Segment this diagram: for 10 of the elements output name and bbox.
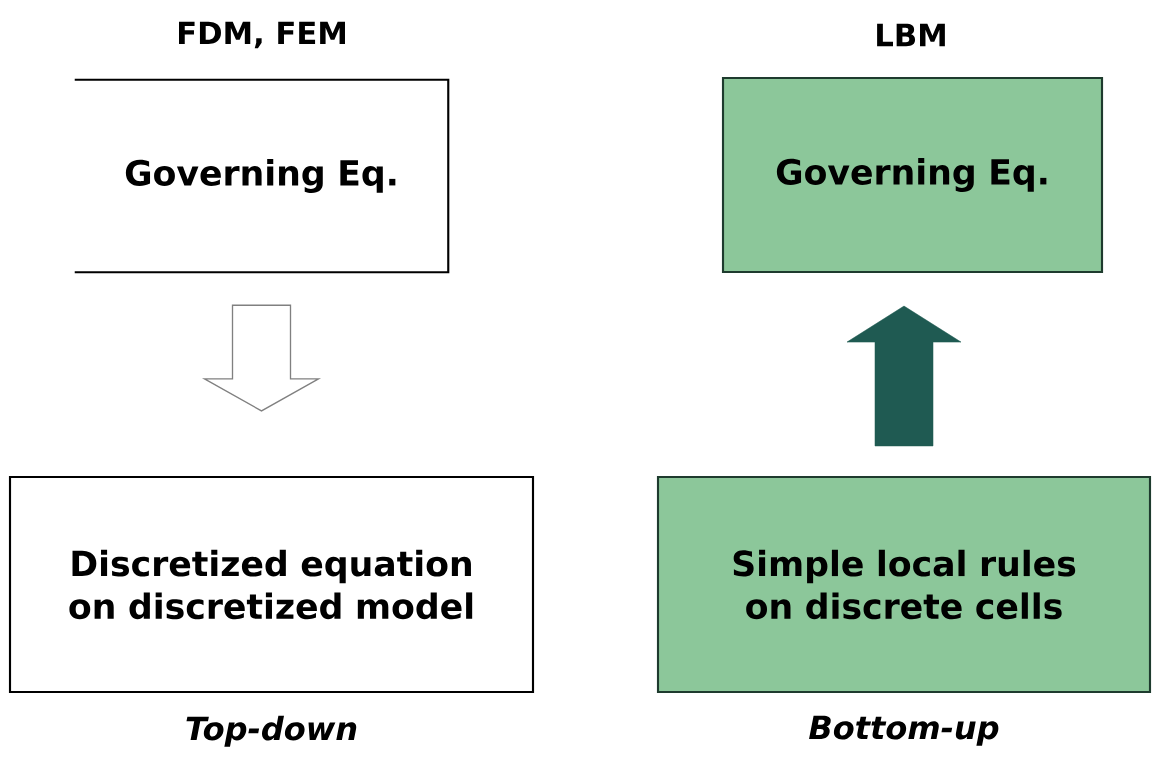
column-heading: LBM xyxy=(877,23,945,47)
column-heading: FDM, FEM xyxy=(179,21,345,49)
block-arrow xyxy=(846,305,962,447)
equation-box: Governing Eq. xyxy=(74,78,450,274)
process-box: Governing Eq. xyxy=(721,76,1104,274)
equation-box: Discretized equation on discretized model xyxy=(8,475,535,694)
process-box: Simple local rules on discrete cells xyxy=(656,475,1152,694)
block-arrow xyxy=(201,304,322,412)
node-label: Bottom-up xyxy=(809,715,999,746)
node-label: Top-down xyxy=(186,715,357,747)
